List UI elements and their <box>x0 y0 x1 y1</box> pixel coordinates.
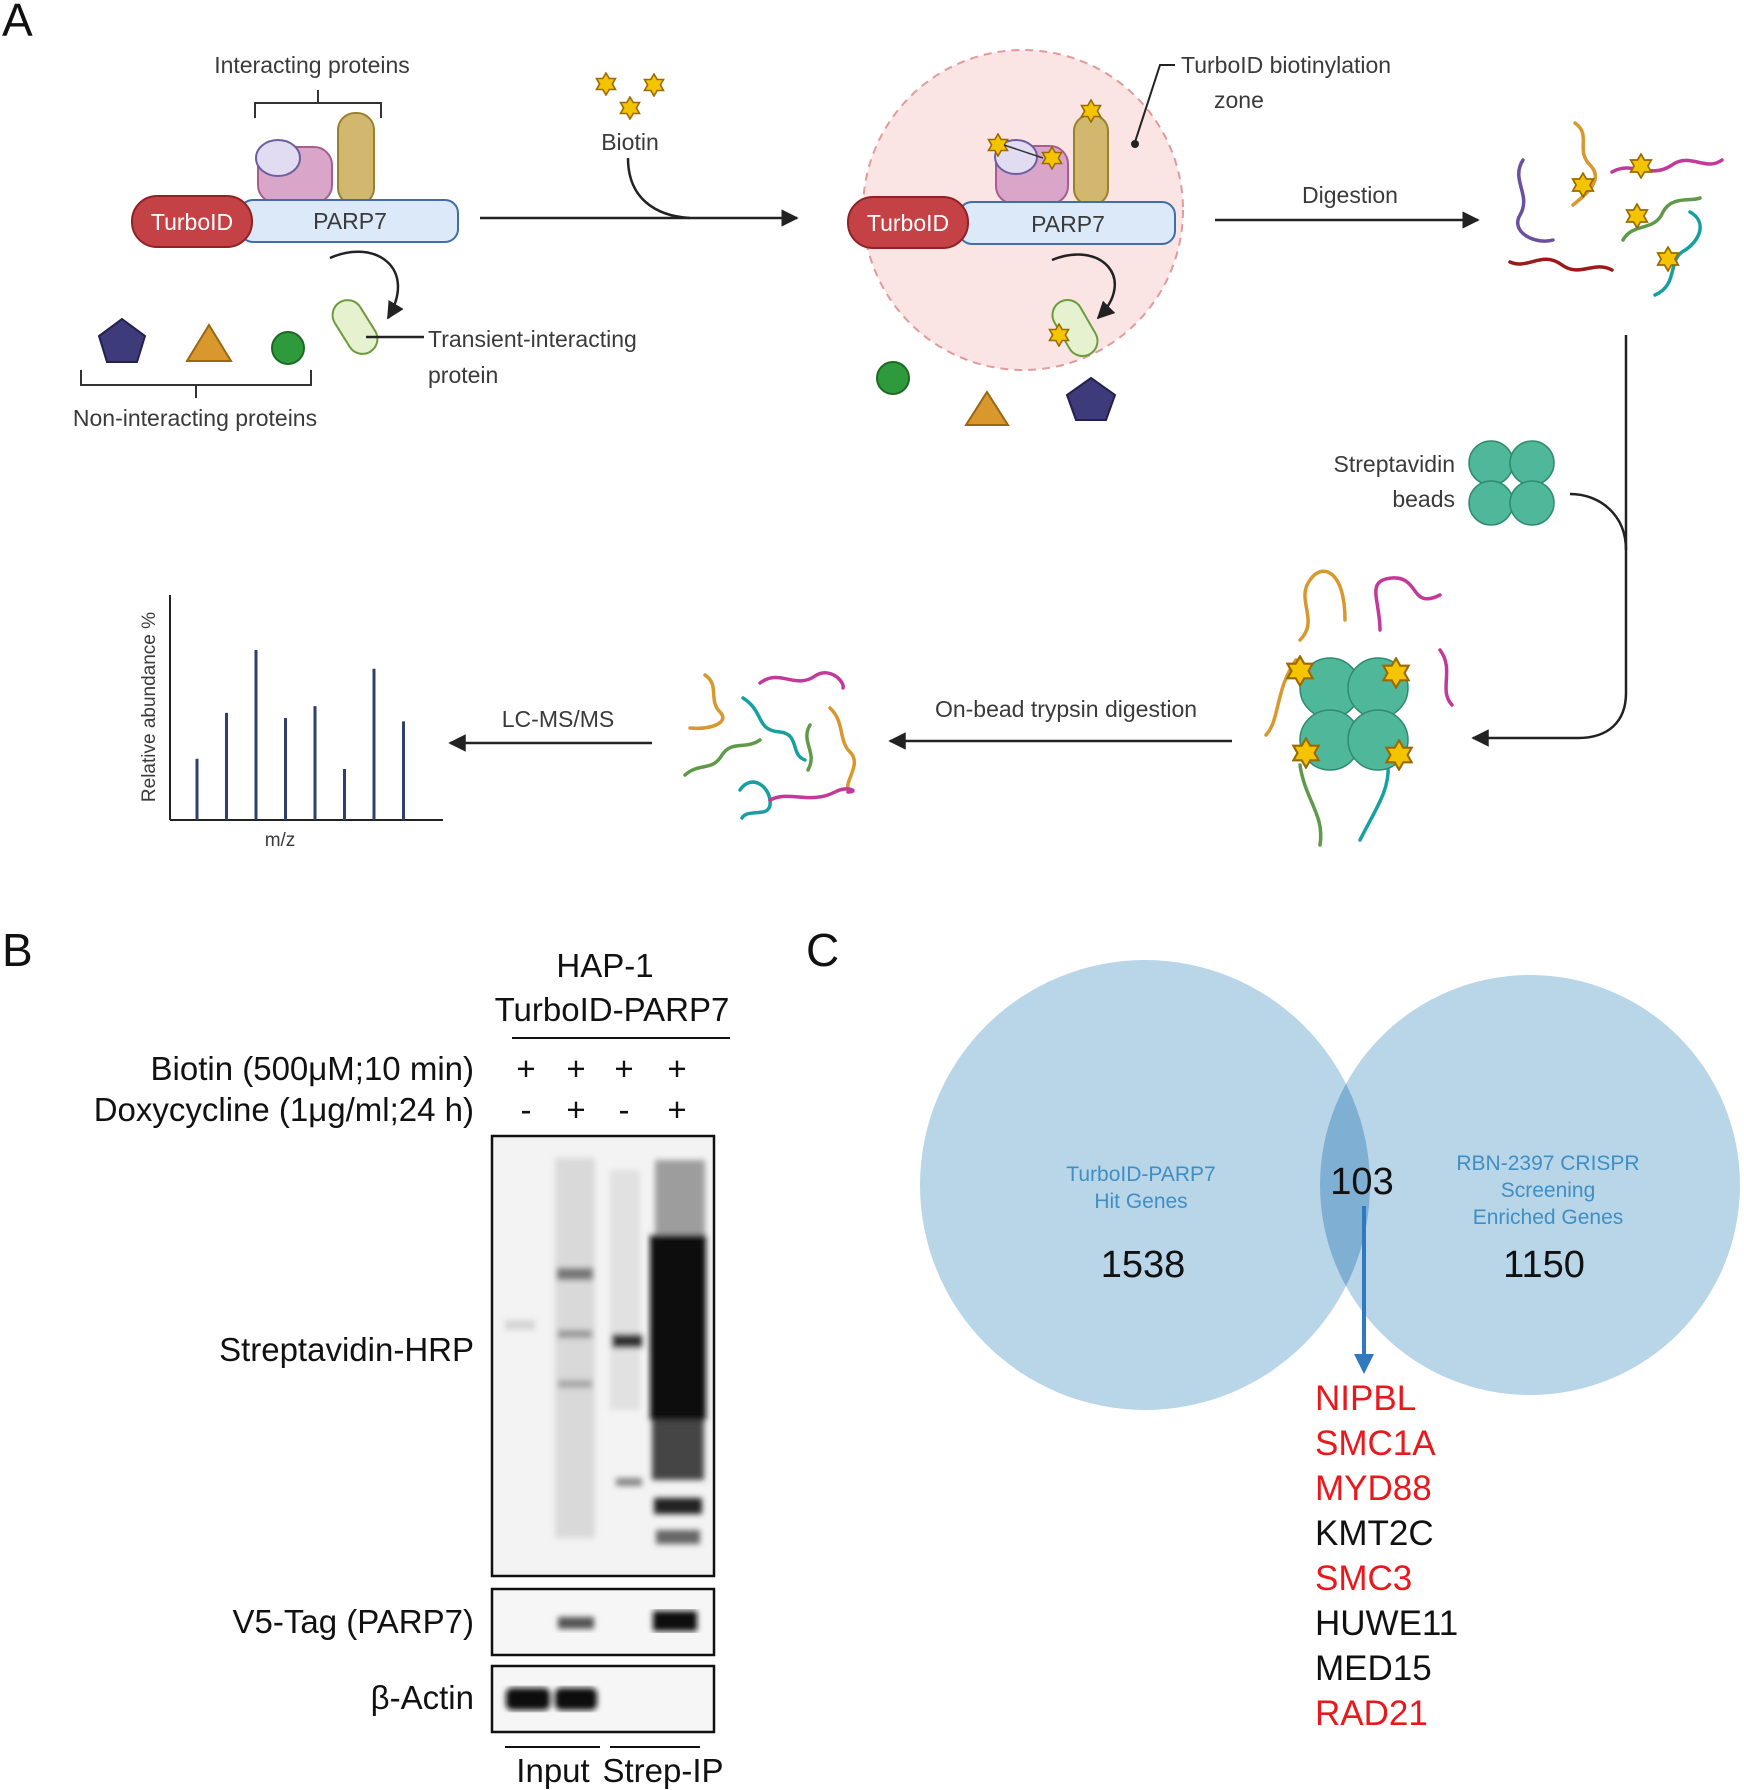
streptavidin-label-1: Streptavidin <box>1334 451 1455 477</box>
non-interacting-pentagon <box>97 317 147 363</box>
gene-label: MYD88 <box>1315 1469 1432 1508</box>
non-interacting-circle-zone <box>876 361 910 395</box>
interacting-protein-tan <box>337 112 375 206</box>
mass-spectrum: Relative abundance % m/z <box>139 595 443 851</box>
gene-label: HUWE11 <box>1315 1604 1458 1643</box>
biotin-condition-label: Biotin (500μM;10 min) <box>151 1050 474 1087</box>
transient-binding-arrow-zone <box>1051 253 1116 320</box>
biotin-label: Biotin <box>601 129 659 155</box>
left-set-label-2: Hit Genes <box>1094 1190 1187 1213</box>
dox-sign: - <box>521 1091 532 1128</box>
blot-label-v5: V5-Tag (PARP7) <box>233 1603 474 1640</box>
biotin-sign: + <box>667 1050 686 1087</box>
dox-condition-label: Doxycycline (1μg/ml;24 h) <box>94 1091 474 1128</box>
interacting-proteins-group: Interacting proteins <box>214 52 410 206</box>
gene-label: SMC1A <box>1315 1424 1436 1463</box>
interacting-protein-lavender <box>255 139 301 177</box>
digested-peptides <box>1508 121 1724 297</box>
zone-label-1: TurboID biotinylation <box>1181 52 1391 78</box>
streptavidin-beads <box>1468 440 1555 526</box>
gene-list: NIPBL SMC1A MYD88 KMT2C SMC3 HUWE11 MED1… <box>1315 1379 1458 1733</box>
streptavidin-hrp-blot <box>490 1134 716 1578</box>
biotin-sign: + <box>614 1050 633 1087</box>
spectrum-xlabel: m/z <box>265 830 296 851</box>
right-set-count: 1150 <box>1503 1244 1585 1286</box>
blot-label-actin: β-Actin <box>371 1679 474 1716</box>
released-peptides <box>683 671 857 820</box>
gene-label: RAD21 <box>1315 1694 1428 1733</box>
interacting-proteins-label: Interacting proteins <box>214 52 410 78</box>
biotin-feed-curve <box>626 157 691 220</box>
biotin-signs: + + + + <box>516 1050 686 1087</box>
lcms-label: LC-MS/MS <box>502 706 614 732</box>
on-bead-label: On-bead trypsin digestion <box>935 696 1197 722</box>
parp7-label-zone: PARP7 <box>1031 211 1105 237</box>
non-interacting-circle <box>271 331 305 365</box>
gene-label: MED15 <box>1315 1649 1432 1688</box>
group-label-input: Input <box>516 1752 589 1789</box>
left-set-count: 1538 <box>1101 1244 1186 1286</box>
panel-c-letter: C <box>806 924 839 976</box>
digestion-label: Digestion <box>1302 182 1398 208</box>
right-set-label-2: Screening <box>1501 1179 1596 1202</box>
construct-label: TurboID-PARP7 <box>495 991 730 1028</box>
gene-label: NIPBL <box>1315 1379 1416 1418</box>
gene-label: SMC3 <box>1315 1559 1412 1598</box>
cell-line-label: HAP-1 <box>556 947 653 984</box>
captured-peptides <box>1264 569 1454 847</box>
dox-sign: - <box>619 1091 630 1128</box>
right-set-label-3: Enriched Genes <box>1473 1206 1624 1229</box>
gene-label: KMT2C <box>1315 1514 1434 1553</box>
venn-left-circle <box>920 960 1370 1410</box>
actin-blot <box>490 1664 716 1734</box>
biotin-sign: + <box>566 1050 585 1087</box>
turboid-block-left <box>131 195 253 248</box>
left-set-label-1: TurboID-PARP7 <box>1066 1163 1215 1186</box>
dox-sign: + <box>667 1091 686 1128</box>
zone-label-2: zone <box>1214 87 1264 113</box>
non-interacting-pentagon-zone <box>1065 376 1117 421</box>
overlap-count: 103 <box>1330 1161 1393 1203</box>
panel-b-letter: B <box>2 924 33 976</box>
transient-label-2: protein <box>428 362 498 388</box>
turboid-label-zone: TurboID <box>867 210 949 236</box>
turboid-label-left: TurboID <box>151 209 233 235</box>
biotin-sign: + <box>516 1050 535 1087</box>
non-interacting-label: Non-interacting proteins <box>73 405 317 431</box>
venn-right-circle <box>1320 975 1740 1395</box>
right-set-label-1: RBN-2397 CRISPR <box>1456 1152 1639 1175</box>
turboid-block-zone <box>847 196 969 249</box>
bead-capture-arrow <box>1471 335 1628 747</box>
non-interacting-triangle-zone <box>964 390 1010 426</box>
panel-a-letter: A <box>2 0 33 46</box>
dox-sign: + <box>566 1091 585 1128</box>
dox-signs: - + - + <box>521 1091 687 1128</box>
non-interacting-triangle <box>185 323 233 362</box>
v5-tag-blot <box>490 1587 716 1657</box>
transient-label-1: Transient-interacting <box>428 326 637 352</box>
streptavidin-label-2: beads <box>1392 486 1455 512</box>
blot-label-streptavidin: Streptavidin-HRP <box>219 1331 474 1368</box>
biotin-stars <box>595 72 665 120</box>
group-label-strep-ip: Strep-IP <box>602 1752 723 1789</box>
parp7-label-left: PARP7 <box>313 208 387 234</box>
transient-protein-left <box>331 299 379 355</box>
transient-binding-arrow-left <box>329 250 404 320</box>
spectrum-peaks <box>195 650 405 820</box>
spectrum-ylabel: Relative abundance % <box>139 612 160 802</box>
interacting-protein-tan-zone <box>1073 114 1109 206</box>
